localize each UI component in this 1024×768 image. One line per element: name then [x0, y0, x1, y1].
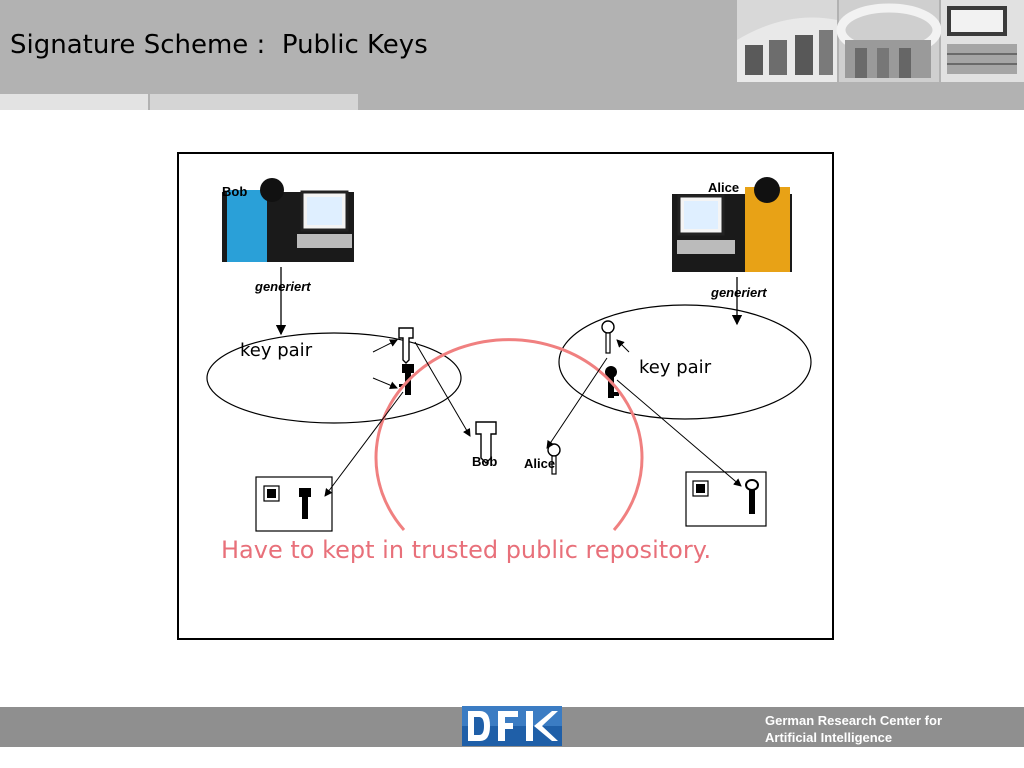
alice-signed-document-icon: [685, 471, 767, 527]
building-photo-3: [941, 0, 1024, 82]
footer-org-line-2: Artificial Intelligence: [765, 730, 893, 745]
title-underline-segment: [0, 94, 148, 110]
building-photos: [737, 0, 1024, 82]
bob-computer-illustration: [222, 178, 354, 262]
title-underline-segment: [150, 94, 358, 110]
arrow-alice-private-key-to-document: [616, 379, 742, 487]
alice-label: Alice: [708, 180, 739, 195]
alice-computer-illustration: [672, 177, 792, 272]
arrow-to-alice-public-key: [616, 339, 630, 353]
bob-label: Bob: [222, 184, 247, 199]
bob-keypair-ellipse: [206, 332, 462, 424]
arrow-to-bob-private-key: [372, 377, 398, 389]
signature-diagram: Bob generiert Alice generiert key pair k…: [177, 152, 834, 640]
arrow-bob-public-key-to-repository: [414, 341, 471, 437]
public-repository-circle: [374, 338, 644, 531]
arrow-bob-private-key-to-document: [324, 391, 404, 497]
repository-caption: Have to kept in trusted public repositor…: [221, 536, 711, 564]
key-pair-label-left: key pair: [240, 340, 313, 361]
alice-public-key-icon: [601, 320, 615, 354]
footer-org-line-1: German Research Center for: [765, 713, 943, 728]
alice-keypair-ellipse: [558, 304, 812, 420]
repository-bob-label: Bob: [472, 454, 497, 469]
arrow-alice-public-key-to-repository: [546, 357, 608, 449]
alice-private-key-icon: [605, 366, 619, 398]
arrow-to-bob-public-key: [372, 339, 398, 353]
footer-organization: German Research Center for Artificial In…: [765, 712, 1015, 746]
repository-bob-public-key-icon: [475, 421, 497, 464]
bob-signed-document-icon: [255, 476, 333, 532]
dfki-logo: [462, 706, 562, 746]
footer-bottom-strip: [0, 747, 1024, 768]
generated-label-left: generiert: [254, 279, 311, 294]
building-photo-1: [737, 0, 837, 82]
generated-label-right: generiert: [710, 285, 767, 300]
slide-header: Signature Scheme : Public Keys: [0, 0, 1024, 110]
key-pair-label-right: key pair: [639, 357, 712, 378]
slide-title: Signature Scheme : Public Keys: [10, 30, 428, 60]
repository-alice-label: Alice: [524, 456, 555, 471]
building-photo-2: [836, 0, 942, 82]
bob-public-key-icon: [398, 327, 414, 364]
